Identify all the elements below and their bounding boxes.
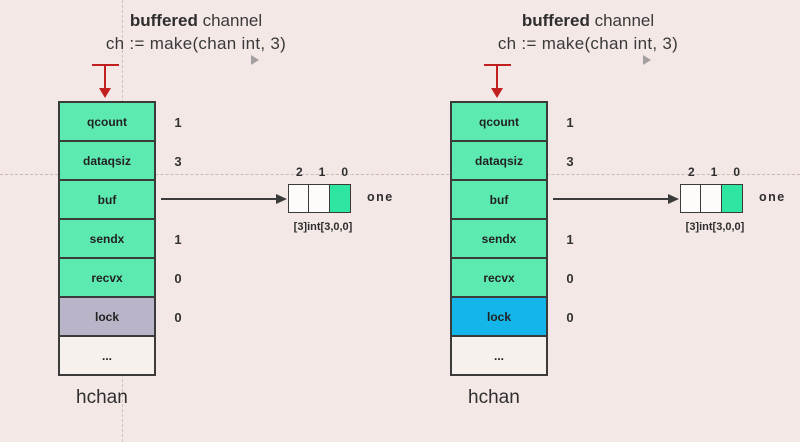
- value-column: 1 3 1 0 0: [160, 103, 196, 376]
- struct-row-label: dataqsiz: [82, 153, 131, 168]
- struct-value: 1: [174, 115, 182, 130]
- arrow-shaft: [496, 64, 498, 89]
- buffer-index-label: 2: [295, 165, 303, 179]
- struct-row-recvx: recvx: [452, 259, 546, 298]
- struct-value: 3: [174, 154, 182, 169]
- buffer-index-label: 1: [710, 165, 718, 179]
- struct-row-lock: lock: [452, 298, 546, 337]
- title-rest: channel: [589, 11, 655, 30]
- hchan-struct-table: qcount dataqsiz buf sendx recvx lock ...: [450, 101, 548, 376]
- struct-row-recvx: recvx: [60, 259, 154, 298]
- diagram-right: buffered channel ch := make(chan int, 3)…: [392, 0, 792, 442]
- struct-value: [160, 337, 196, 376]
- arrow-head: [99, 88, 111, 98]
- struct-row-buf: buf: [452, 181, 546, 220]
- title-bold-word: buffered: [129, 11, 198, 30]
- struct-row-label: lock: [486, 309, 511, 324]
- struct-row-dataqsiz: dataqsiz: [452, 142, 546, 181]
- buffer-value-label: one: [367, 190, 394, 204]
- buffer-cell-1: [700, 184, 723, 213]
- arrow-line: [161, 198, 278, 200]
- arrow-line: [553, 198, 670, 200]
- buffer-index-label: 0: [733, 165, 741, 179]
- buffer-index-row: 2 1 0: [680, 165, 748, 181]
- hchan-label: hchan: [76, 387, 128, 408]
- struct-row-sendx: sendx: [452, 220, 546, 259]
- struct-value: 0: [566, 271, 574, 286]
- struct-row-dots: ...: [60, 337, 154, 374]
- struct-value: [552, 181, 588, 220]
- cursor-triangle-icon: [251, 55, 259, 65]
- struct-value: 1: [566, 232, 574, 247]
- value-column: 1 3 1 0 0: [552, 103, 588, 376]
- buffer-cell-0: [328, 184, 351, 213]
- diagram-left: buffered channel ch := make(chan int, 3)…: [20, 11, 392, 408]
- struct-value: 3: [566, 154, 574, 169]
- struct-row-dataqsiz: dataqsiz: [60, 142, 154, 181]
- struct-row-label: ...: [101, 348, 112, 363]
- struct-row-label: qcount: [479, 114, 519, 129]
- buffer-index-label: 2: [687, 165, 695, 179]
- struct-value: 0: [174, 310, 182, 325]
- buffer-cell-2: [288, 184, 310, 213]
- struct-row-label: buf: [97, 192, 117, 207]
- arrow-head: [491, 88, 503, 98]
- code-line: ch := make(chan int, 3): [105, 34, 287, 53]
- struct-value: [160, 181, 196, 220]
- struct-row-dots: ...: [452, 337, 546, 374]
- struct-row-buf: buf: [60, 181, 154, 220]
- buffer-type-caption: [3]int[3,0,0]: [293, 221, 353, 233]
- buffer-type-caption: [3]int[3,0,0]: [685, 221, 745, 233]
- struct-value: [552, 337, 588, 376]
- struct-row-qcount: qcount: [60, 103, 154, 142]
- title-rest: channel: [197, 11, 263, 30]
- hchan-struct-table: qcount dataqsiz buf sendx recvx lock ...: [58, 101, 156, 376]
- code-line: ch := make(chan int, 3): [497, 34, 679, 53]
- title-line: buffered channel: [412, 11, 764, 31]
- struct-row-label: recvx: [91, 270, 123, 285]
- ring-buffer-array: 2 1 0 one [3]int[3,0,0]: [288, 165, 392, 233]
- struct-row-label: buf: [489, 192, 509, 207]
- buffer-cells: [680, 184, 752, 213]
- diagram-title: buffered channel ch := make(chan int, 3): [412, 11, 764, 54]
- buffer-index-label: 0: [341, 165, 349, 179]
- arrow-head: [668, 194, 679, 204]
- guide-horizontal-line: [0, 174, 800, 175]
- struct-row-label: ...: [493, 348, 504, 363]
- struct-row-lock: lock: [60, 298, 154, 337]
- buffer-index-row: 2 1 0: [288, 165, 356, 181]
- struct-row-label: sendx: [481, 231, 517, 246]
- buffer-cell-0: [720, 184, 743, 213]
- buffer-cells: [288, 184, 360, 213]
- struct-row-sendx: sendx: [60, 220, 154, 259]
- struct-value: 1: [174, 232, 182, 247]
- struct-value: 1: [566, 115, 574, 130]
- struct-row-label: dataqsiz: [474, 153, 523, 168]
- title-bold-word: buffered: [521, 11, 590, 30]
- title-line: buffered channel: [20, 11, 372, 31]
- buffer-cell-1: [308, 184, 331, 213]
- buffer-index-label: 1: [318, 165, 326, 179]
- struct-row-label: sendx: [89, 231, 125, 246]
- struct-value: 0: [566, 310, 574, 325]
- arrow-head: [276, 194, 287, 204]
- diagram-title: buffered channel ch := make(chan int, 3): [20, 11, 372, 54]
- buffer-cell-2: [680, 184, 702, 213]
- struct-row-label: qcount: [87, 114, 127, 129]
- struct-value: 0: [174, 271, 182, 286]
- cursor-triangle-icon: [643, 55, 651, 65]
- struct-row-label: lock: [94, 309, 119, 324]
- buffer-value-label: one: [759, 190, 786, 204]
- arrow-shaft: [104, 64, 106, 89]
- struct-row-label: recvx: [483, 270, 515, 285]
- ring-buffer-array: 2 1 0 one [3]int[3,0,0]: [680, 165, 784, 233]
- struct-row-qcount: qcount: [452, 103, 546, 142]
- hchan-label: hchan: [468, 387, 520, 408]
